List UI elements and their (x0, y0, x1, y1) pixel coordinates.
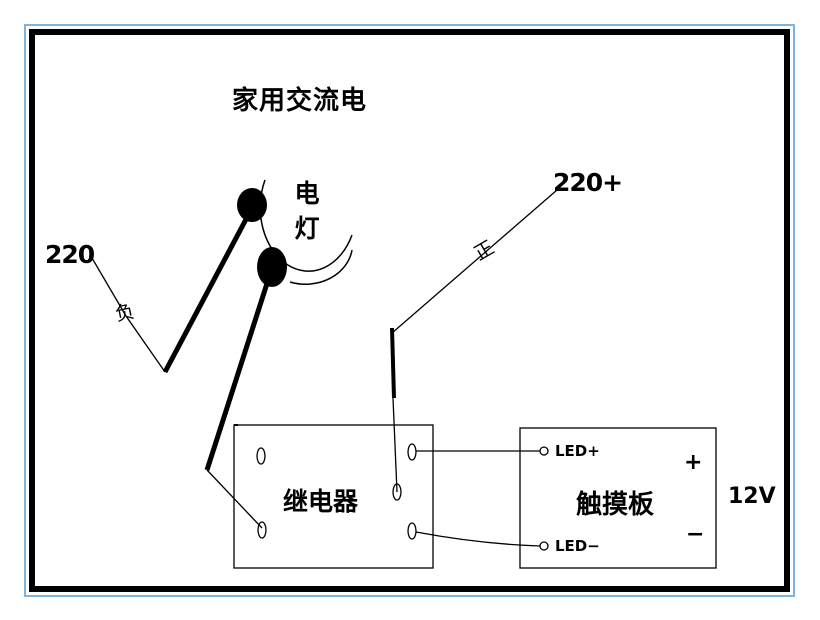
diagram-title: 家用交流电 (232, 86, 368, 116)
lamp-lower-lead (204, 267, 275, 471)
relay-pin-top-left (256, 447, 266, 465)
relay-box (233, 424, 434, 569)
lamp-label: 电 灯 (294, 179, 320, 243)
inner-frame (29, 29, 790, 592)
voltage-label: 12V (728, 484, 776, 509)
lamp-lower-terminal (257, 247, 287, 287)
led-minus-label: LED− (555, 537, 600, 555)
mains-left-label: 220 (45, 240, 95, 269)
minus-terminal-label: − (686, 522, 705, 547)
relay-pin-bottom-right (407, 522, 417, 540)
lamp-upper-lead (162, 206, 255, 374)
led-plus-label: LED+ (555, 442, 600, 460)
led-minus-pin (539, 541, 549, 551)
touch-panel-label: 触摸板 (576, 490, 655, 520)
positive-wire (391, 189, 558, 334)
positive-connector (390, 327, 396, 399)
mains-right-label: 220+ (553, 168, 623, 197)
touch-panel-box (519, 427, 717, 569)
lamp-upper-terminal (237, 188, 267, 222)
relay-label: 继电器 (283, 487, 359, 516)
relay-pin-bottom-left (257, 521, 267, 539)
led-minus-wire (415, 531, 541, 547)
led-plus-pin (539, 446, 549, 456)
relay-pin-common (392, 483, 402, 501)
positive-drop-wire (392, 397, 398, 493)
lamp-circle-lower (289, 249, 353, 285)
negative-wire (91, 257, 166, 373)
relay-pin-top-right (407, 443, 417, 461)
plus-terminal-label: + (684, 450, 703, 475)
